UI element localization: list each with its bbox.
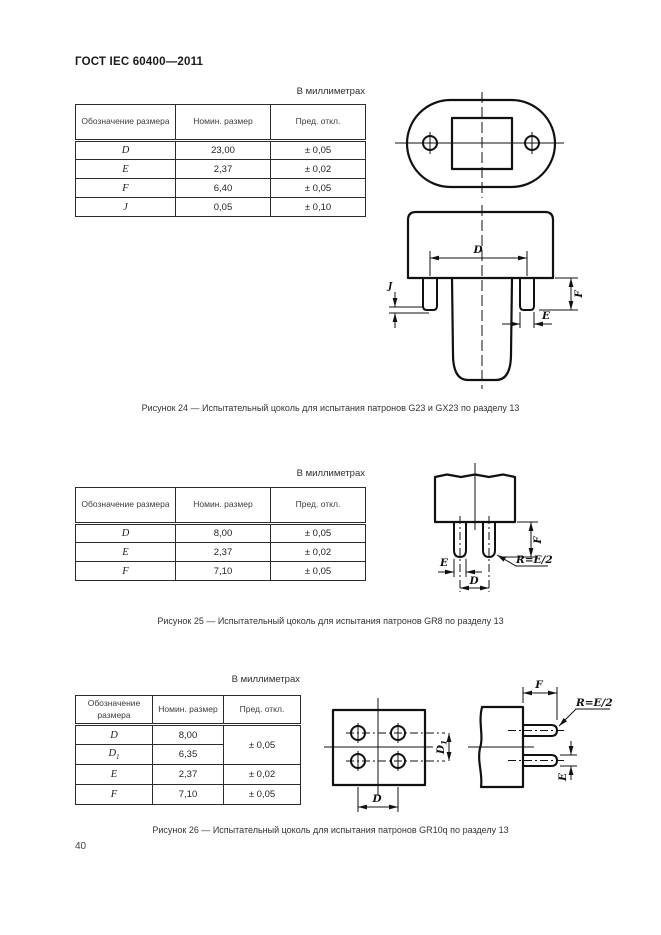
- nominal-value: 23,00: [175, 140, 271, 160]
- column-header-deviation: Пред. откл.: [270, 104, 366, 142]
- dimension-table-fig26: Обозначение размера Номин. размер Пред. …: [75, 695, 301, 805]
- deviation-value: ± 0,10: [270, 197, 366, 217]
- deviation-value: ± 0,05: [270, 140, 366, 160]
- figure-25-drawing: F R=E/2 E D: [433, 463, 553, 592]
- table-header-row: Обозначение размера Номин. размер Пред. …: [75, 487, 366, 525]
- column-header-deviation: Пред. откл.: [223, 695, 301, 726]
- table-header-row: Обозначение размера Номин. размер Пред. …: [75, 104, 366, 142]
- column-header-nominal: Номин. размер: [152, 695, 224, 726]
- dimension-table-fig24: Обозначение размера Номин. размер Пред. …: [75, 104, 366, 217]
- dimension-table-fig25: Обозначение размера Номин. размер Пред. …: [75, 487, 366, 581]
- table-row: D 8,00 ± 0,05: [75, 724, 301, 765]
- cap-body: [406, 210, 555, 280]
- dim-label-d: D: [468, 575, 479, 587]
- dim-label-d1: D1: [435, 740, 449, 755]
- dim-label-f: F: [534, 679, 544, 691]
- deviation-value: ± 0,02: [270, 159, 366, 179]
- document-title: ГОСТ IEC 60400—2011: [75, 56, 204, 68]
- deviation-value: ± 0,05: [270, 178, 366, 198]
- figure-caption: Рисунок 26 — Испытательный цоколь для ис…: [152, 825, 509, 835]
- deviation-value: ± 0,05: [270, 523, 366, 543]
- dim-symbol: E: [75, 764, 153, 785]
- nominal-value: 0,05: [175, 197, 271, 217]
- table-row: E 2,37 ± 0,02: [75, 542, 366, 562]
- table-row: J 0,05 ± 0,10: [75, 197, 366, 217]
- cap-key: [450, 116, 514, 171]
- figure-24-drawing: D J F E: [386, 92, 585, 389]
- dim-label-e: E: [541, 310, 551, 322]
- pin-upper: [522, 724, 558, 737]
- nominal-value: 2,37: [152, 764, 224, 785]
- pin-right: [482, 521, 496, 558]
- units-label: В миллиметрах: [296, 86, 365, 97]
- deviation-value: ± 0,05: [223, 724, 301, 765]
- cap-face: [331, 708, 427, 787]
- dim-label-d: D: [371, 793, 382, 805]
- cap-tongue: [450, 276, 514, 382]
- pin-left: [422, 277, 438, 311]
- pin-lower: [522, 754, 558, 767]
- nominal-value: 2,37: [175, 542, 271, 562]
- column-header-designation: Обозначение размера: [75, 695, 153, 726]
- pin-right: [519, 277, 535, 311]
- dim-symbol: E: [75, 542, 176, 562]
- cap-outline: [405, 98, 557, 189]
- table-row: D1 6,35: [75, 744, 301, 765]
- dim-symbol: D1: [75, 744, 153, 765]
- table-row: E 2,37 ± 0,02: [75, 764, 301, 785]
- nominal-value: 2,37: [175, 159, 271, 179]
- column-header-designation: Обозначение размера: [75, 104, 176, 142]
- column-header-nominal: Номин. размер: [175, 104, 271, 142]
- page-number: 40: [75, 841, 87, 852]
- dim-label-e: E: [439, 557, 449, 569]
- dim-label-f: F: [532, 535, 544, 545]
- nominal-value: 7,10: [175, 561, 271, 581]
- figure-26-drawing: D1 D F R=E/2 E: [324, 679, 613, 812]
- deviation-value: ± 0,05: [223, 784, 301, 805]
- dim-symbol: D: [75, 724, 153, 745]
- dim-symbol: F: [75, 178, 176, 198]
- dim-label-d: D: [472, 244, 483, 256]
- column-header-designation: Обозначение размера: [75, 487, 176, 525]
- dim-symbol: F: [75, 784, 153, 805]
- table-row: F 6,40 ± 0,05: [75, 178, 366, 198]
- column-header-nominal: Номин. размер: [175, 487, 271, 525]
- nominal-value: 8,00: [175, 523, 271, 543]
- nominal-value: 8,00: [152, 724, 224, 745]
- dim-label-r: R=E/2: [575, 697, 613, 709]
- nominal-value: 6,40: [175, 178, 271, 198]
- table-row: F 7,10 ± 0,05: [75, 561, 366, 581]
- deviation-value: ± 0,02: [223, 764, 301, 785]
- figure-caption: Рисунок 24 — Испытательный цоколь для ис…: [141, 403, 520, 413]
- deviation-value: ± 0,05: [270, 561, 366, 581]
- deviation-value: ± 0,02: [270, 542, 366, 562]
- dim-symbol: J: [75, 197, 176, 217]
- dim-symbol: F: [75, 561, 176, 581]
- dim-symbol: D: [75, 140, 176, 160]
- table-row: D 8,00 ± 0,05: [75, 523, 366, 543]
- units-label: В миллиметрах: [296, 468, 365, 479]
- nominal-value: 7,10: [152, 784, 224, 805]
- pin-left: [453, 521, 467, 558]
- dim-symbol: D: [75, 523, 176, 543]
- dim-label-j: J: [386, 282, 393, 292]
- table-row: F 7,10 ± 0,05: [75, 784, 301, 805]
- dim-symbol: E: [75, 159, 176, 179]
- cap-body: [478, 705, 525, 789]
- dim-label-e: E: [557, 772, 569, 782]
- column-header-deviation: Пред. откл.: [270, 487, 366, 525]
- table-header-row: Обозначение размера Номин. размер Пред. …: [75, 695, 301, 726]
- nominal-value: 6,35: [152, 744, 224, 765]
- cap-body: [433, 473, 517, 524]
- dim-label-r: R=E/2: [515, 554, 553, 566]
- table-row: D 23,00 ± 0,05: [75, 140, 366, 160]
- units-label: В миллиметрах: [231, 674, 300, 685]
- table-row: E 2,37 ± 0,02: [75, 159, 366, 179]
- dim-label-f: F: [573, 289, 585, 299]
- figure-caption: Рисунок 25 — Испытательный цоколь для ис…: [157, 616, 504, 626]
